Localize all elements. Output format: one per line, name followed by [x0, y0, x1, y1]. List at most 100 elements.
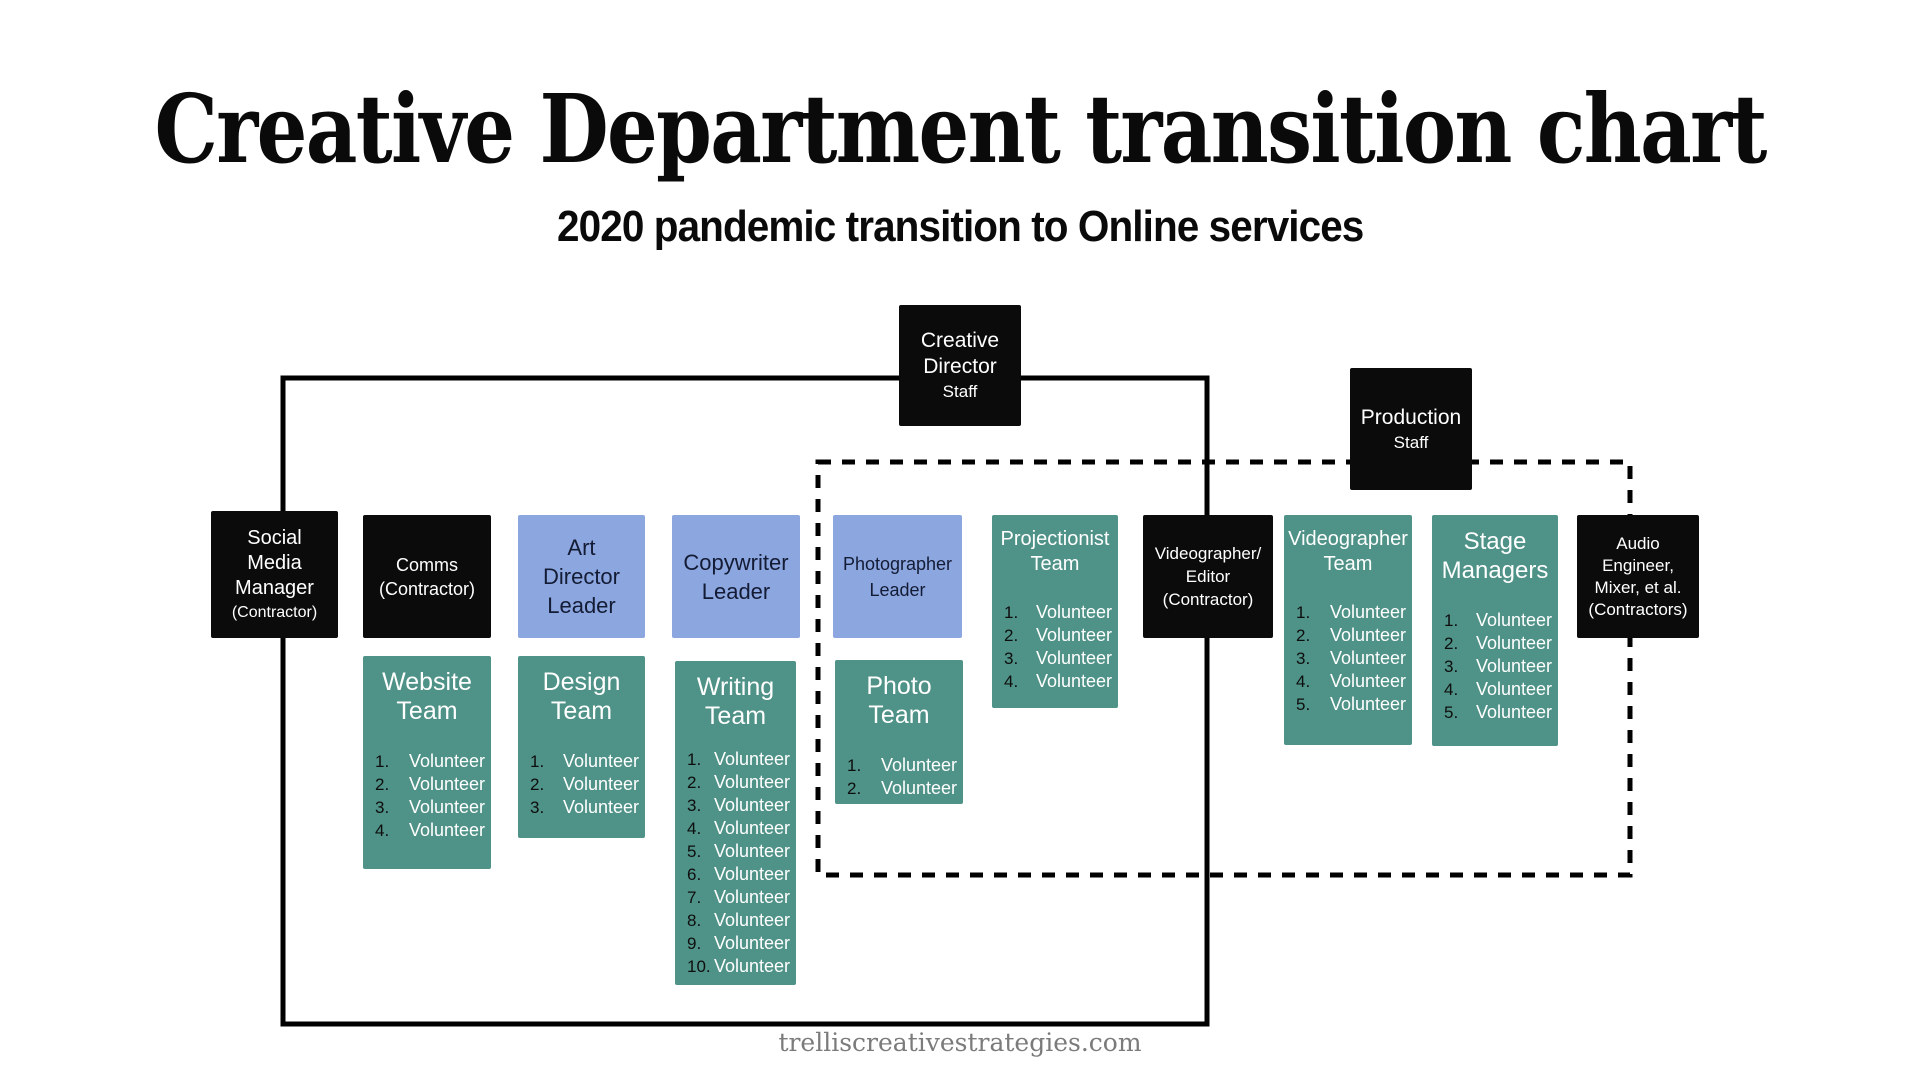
node-production: Production Staff — [1350, 368, 1472, 490]
node-title-line: Leader — [701, 578, 771, 604]
volunteer-row: 7.Volunteer — [675, 887, 796, 910]
node-title-line: (Contractor) — [1162, 590, 1254, 609]
team-title-line: Writing — [696, 673, 775, 701]
volunteer-number: 5. — [687, 842, 702, 861]
volunteer-row: 4. Volunteer — [675, 818, 796, 841]
footer-url: trelliscreativestrategies.com — [778, 1028, 1142, 1057]
volunteer-number: 2. — [1444, 634, 1459, 653]
node-title-line: Comms — [396, 554, 458, 575]
node-subtitle: Staff — [1393, 432, 1429, 452]
volunteer-number: 3. — [530, 798, 545, 817]
header: Creative Department transition chart 202… — [0, 74, 1920, 253]
volunteer-label: Volunteer — [1035, 602, 1112, 622]
node-title-line: Director — [542, 564, 620, 589]
volunteer-row: 1.Volunteer — [675, 749, 796, 772]
volunteer-label: Volunteer — [1475, 610, 1552, 630]
volunteer-row: 2.Volunteer — [1284, 625, 1412, 648]
volunteer-label: Volunteer — [562, 751, 639, 771]
volunteer-label: Volunteer — [713, 887, 790, 907]
volunteer-row: 6.Volunteer — [675, 864, 796, 887]
volunteer-row: 3. Volunteer — [518, 797, 645, 820]
page-title: Creative Department transition chart — [154, 74, 1767, 185]
team-title-line: Videographer — [1288, 528, 1408, 550]
node-title-line: Social — [247, 526, 302, 549]
volunteer-label: Volunteer — [713, 910, 790, 930]
volunteer-label: Volunteer — [1329, 671, 1406, 691]
volunteer-label: Volunteer — [713, 772, 790, 792]
volunteer-number: 10. — [687, 957, 711, 976]
creative-group-border — [280, 375, 1210, 1027]
volunteer-row: 5.Volunteer — [1284, 694, 1412, 717]
team-title-line: Managers — [1441, 557, 1549, 584]
node-title-line: Editor — [1185, 567, 1231, 586]
team-title-line: Design — [542, 668, 621, 696]
volunteer-label: Volunteer — [562, 797, 639, 817]
volunteer-number: 1. — [1444, 611, 1459, 630]
volunteer-row: 4.Volunteer — [1284, 671, 1412, 694]
volunteer-label: Volunteer — [713, 841, 790, 861]
volunteer-number: 2. — [1296, 626, 1311, 645]
production-group-border — [815, 459, 1633, 878]
node-title-line: Creative — [920, 329, 1000, 352]
team-title-line: Team — [1030, 553, 1080, 575]
volunteer-number: 2. — [687, 773, 702, 792]
node-title: Videographer/Editor(Contractor) — [1155, 542, 1262, 611]
volunteer-row: 3.Volunteer — [1284, 648, 1412, 671]
volunteer-label: Volunteer — [408, 751, 485, 771]
node-subtitle: (Contractor) — [231, 603, 318, 621]
node-title: Production — [1361, 405, 1461, 431]
team-title-line: Team — [868, 701, 930, 729]
volunteer-label: Volunteer — [1329, 602, 1406, 622]
volunteer-row: 2.Volunteer — [835, 778, 963, 801]
volunteer-number: 3. — [1444, 657, 1459, 676]
volunteer-row: 5. Volunteer — [1432, 702, 1558, 725]
volunteer-label: Volunteer — [1475, 702, 1552, 722]
volunteer-number: 1. — [530, 752, 545, 771]
volunteer-row: 5. Volunteer — [675, 841, 796, 864]
volunteer-label: Volunteer — [880, 755, 957, 775]
volunteer-row: 4.Volunteer — [363, 820, 491, 843]
volunteer-label: Volunteer — [713, 818, 790, 838]
volunteer-row: 3.Volunteer — [1432, 656, 1558, 679]
volunteer-label: Volunteer — [408, 797, 485, 817]
volunteer-number: 1. — [1296, 603, 1311, 622]
volunteer-row: 2.Volunteer — [518, 774, 645, 797]
volunteer-number: 5. — [1444, 703, 1459, 722]
node-title-line: Photographer — [842, 553, 953, 574]
volunteer-number: 5. — [1296, 695, 1311, 714]
node-title-line: Copywriter — [683, 549, 789, 575]
node-title-line: Manager — [235, 576, 314, 599]
volunteer-number: 8. — [687, 911, 702, 930]
team-title-line: Website — [382, 668, 472, 696]
volunteer-label: Volunteer — [713, 749, 790, 769]
volunteer-number: 4. — [687, 819, 702, 838]
volunteer-number: 2. — [375, 775, 390, 794]
volunteer-number: 3. — [1004, 649, 1019, 668]
volunteer-label: Volunteer — [713, 864, 790, 884]
node-title-line: (Contractors) — [1588, 599, 1688, 619]
node-title-line: Leader — [547, 593, 616, 618]
node-title-line: Leader — [869, 579, 926, 600]
volunteer-row: 1. Volunteer — [518, 751, 645, 774]
